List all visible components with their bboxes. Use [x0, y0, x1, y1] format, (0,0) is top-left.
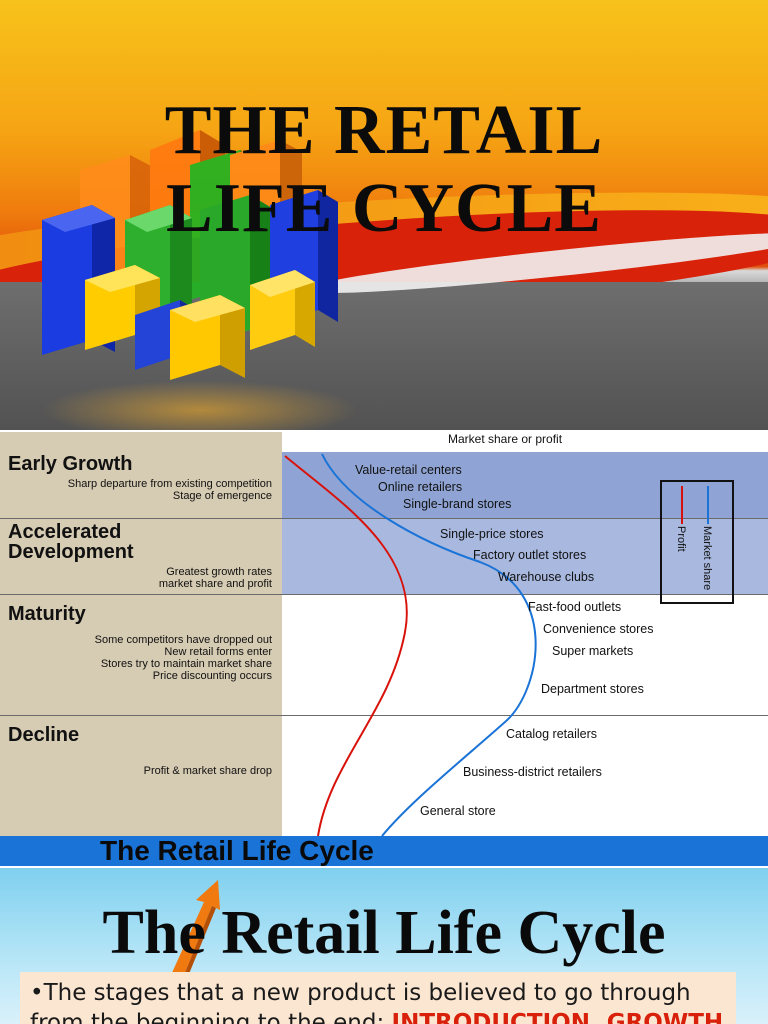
retailer-label: Single-brand stores — [403, 497, 512, 511]
stage-name: Early Growth — [8, 453, 133, 475]
legend: Profit Market share — [660, 480, 734, 604]
divider — [0, 518, 768, 519]
life-cycle-curves — [284, 453, 537, 836]
title-slide: THE RETAIL LIFE CYCLE — [0, 0, 768, 430]
stage-name: Accelerated Development — [8, 522, 134, 562]
retailer-label: Online retailers — [378, 480, 463, 494]
stage-name-line-1: Accelerated — [8, 521, 122, 543]
chart-axis-label: Market share or profit — [448, 432, 563, 446]
divider — [0, 715, 768, 716]
diagram-footer-bar: The Retail Life Cycle — [0, 836, 768, 866]
accelerated-band — [282, 518, 768, 594]
retailer-label: Warehouse clubs — [498, 570, 595, 584]
stage-desc: Sharp departure from existing competitio… — [67, 478, 272, 502]
stage-accelerated-development: Accelerated Development Greatest growth … — [0, 518, 282, 594]
legend-market-share-label: Market share — [701, 526, 713, 591]
divider — [0, 594, 768, 595]
early-growth-band — [282, 452, 768, 518]
bullet-text: •The stages that a new product is believ… — [30, 978, 740, 1024]
stage-maturity: Maturity Some competitors have dropped o… — [0, 594, 282, 715]
diagram-footer-title: The Retail Life Cycle — [100, 835, 374, 866]
stage-early-growth: Early Growth Sharp departure from existi… — [0, 452, 282, 518]
definition-slide: The Retail Life Cycle •The stages that a… — [0, 868, 768, 1024]
retailer-label: Super markets — [552, 644, 634, 658]
stage-name: Decline — [8, 724, 80, 746]
cube-reflection — [40, 380, 360, 430]
slide-title: THE RETAIL LIFE CYCLE — [0, 92, 768, 248]
profit-curve — [284, 455, 408, 836]
stage-panel — [0, 432, 282, 836]
orange-arrow-icon — [166, 880, 220, 988]
retailer-label: Department stores — [541, 682, 644, 696]
legend-profit-label: Profit — [675, 526, 687, 552]
stage-desc: Some competitors have dropped out New re… — [94, 634, 272, 682]
market-share-curve — [321, 453, 537, 836]
life-cycle-diagram-slide: Early Growth Sharp departure from existi… — [0, 432, 768, 866]
bullet-line-1: •The stages that a new product is believ… — [30, 980, 691, 1006]
highlighted-stages: INTRODUCTION, GROWTH — [391, 1010, 724, 1024]
retailer-label: Catalog retailers — [506, 727, 598, 741]
title-line-1: THE RETAIL — [164, 92, 604, 169]
slide-title: The Retail Life Cycle — [102, 899, 666, 967]
stage-decline: Decline Profit & market share drop — [0, 715, 282, 836]
retailer-label: Convenience stores — [543, 622, 654, 636]
retailer-label: Fast-food outlets — [528, 600, 622, 614]
retailer-label: Value-retail centers — [355, 463, 462, 477]
stage-name-line-2: Development — [8, 541, 134, 563]
stage-name: Maturity — [8, 603, 86, 625]
retailer-label: Single-price stores — [440, 527, 544, 541]
retailer-label: Business-district retailers — [463, 765, 602, 779]
bullet-box: •The stages that a new product is believ… — [20, 972, 736, 1024]
retailer-label: General store — [420, 804, 496, 818]
colored-cubes-graphic — [42, 130, 338, 380]
stage-desc: Profit & market share drop — [143, 765, 272, 777]
title-line-2: LIFE CYCLE — [166, 170, 602, 247]
bullet-line-2: from the beginning to the end: INTRODUCT… — [30, 1008, 740, 1024]
retailer-label: Factory outlet stores — [473, 548, 587, 562]
stage-desc: Greatest growth rates market share and p… — [158, 566, 272, 590]
